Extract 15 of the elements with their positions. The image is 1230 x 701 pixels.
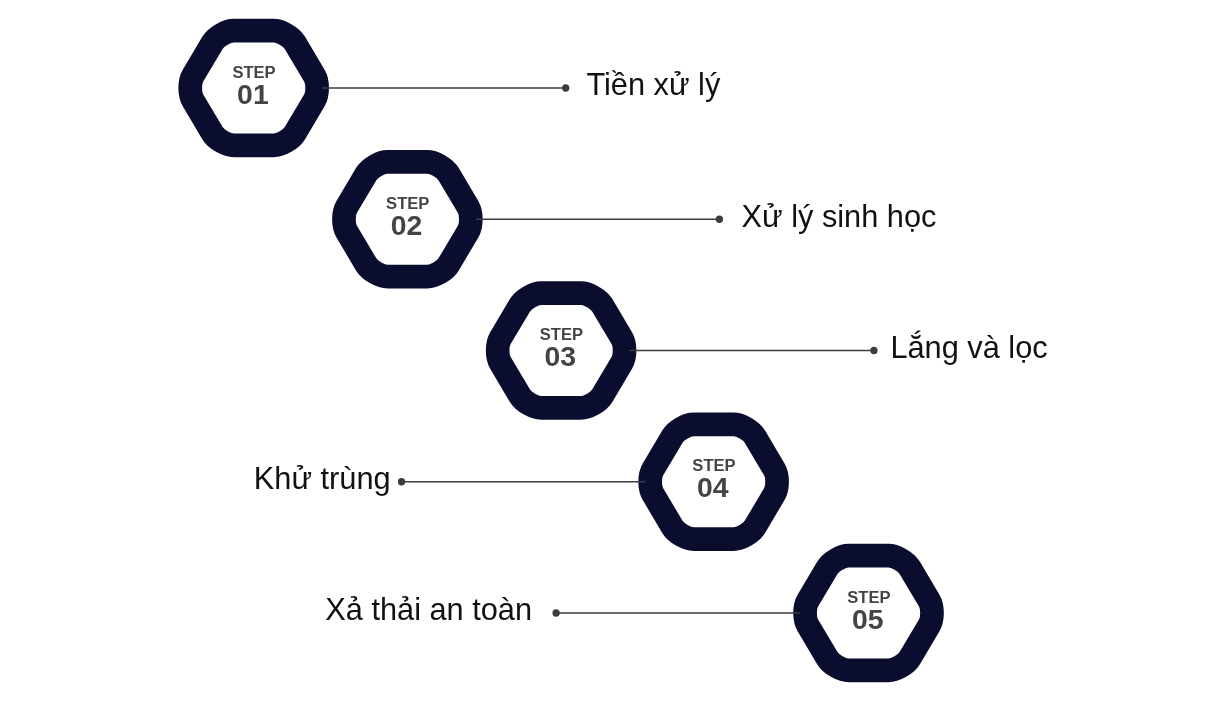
node-text: Xử lý sinh học [741, 198, 936, 234]
connector [627, 346, 878, 355]
node-text: Khử trùng [253, 461, 391, 497]
connector [474, 215, 723, 223]
connector [551, 609, 801, 617]
connector [397, 478, 646, 486]
node-circle: STEP 04 [637, 412, 789, 551]
node-circle: STEP 02 [331, 150, 483, 289]
node-text: Xả thải an toàn [324, 592, 532, 628]
connector [320, 84, 569, 92]
node-text: Lắng và lọc [889, 329, 1048, 365]
node-circle: STEP 03 [485, 281, 636, 420]
node-circle: STEP 05 [792, 543, 944, 683]
node-circle: STEP 01 [177, 18, 329, 158]
node-text: Tiền xử lý [585, 67, 720, 103]
